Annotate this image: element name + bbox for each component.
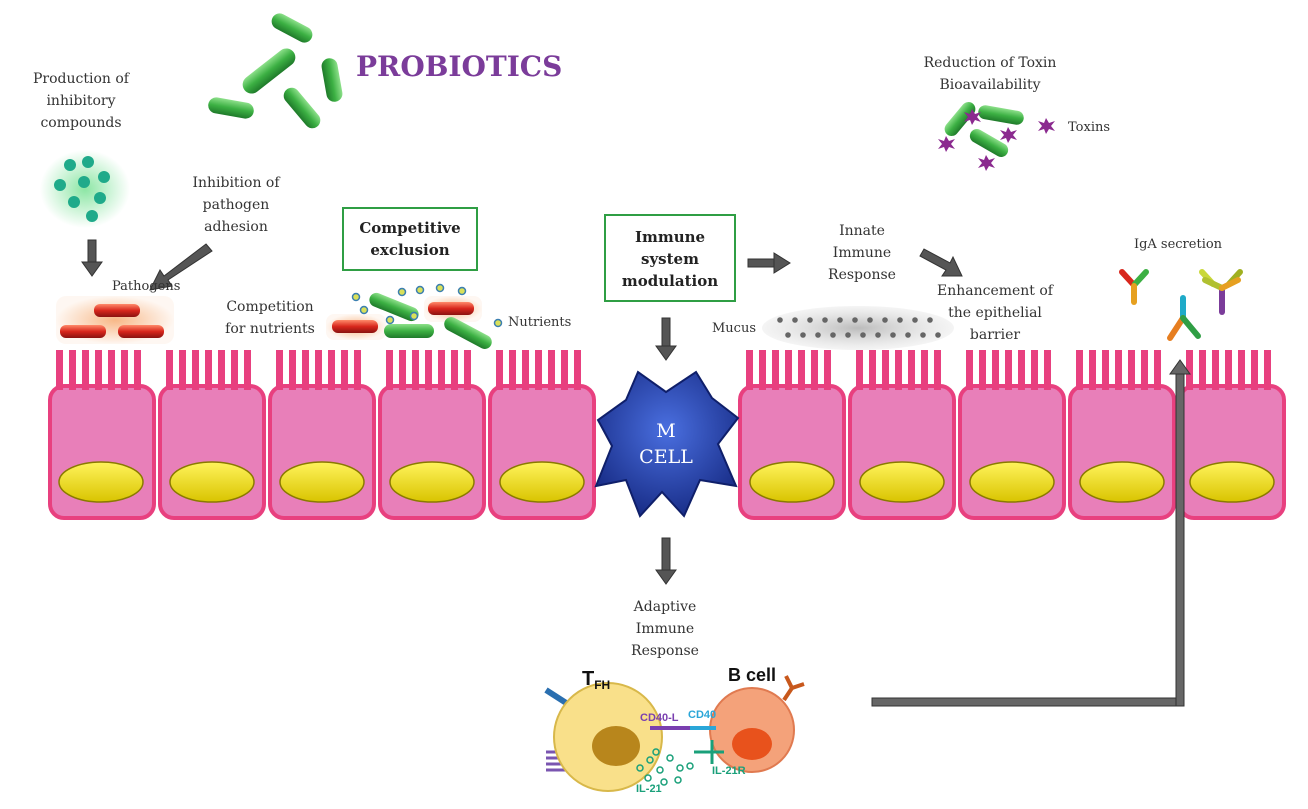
arrow-immune-down-head [655,345,677,361]
adaptive-response-label: Adaptive Immune Response [631,599,699,659]
m-cell [594,370,740,518]
competition-group [326,283,503,349]
epithelial-cell [158,350,266,520]
toxin-reduction-label: Reduction of Toxin Bioavailability [923,55,1057,93]
epithelial-enhancement-label: Enhancement of the epithelial barrier [936,283,1053,343]
immune-modulation-box: Immune system modulation [604,214,736,302]
b-cell-label: B cell [728,665,777,685]
cd40-label: CD40 [688,709,717,721]
epithelial-cell [48,350,156,520]
b-cell [709,675,805,773]
toxins-group [938,102,1055,171]
arrow-immune-down [661,317,671,347]
tfh-label-main: T [582,668,595,690]
epithelial-cell [1178,350,1286,520]
pathogens-group [56,296,174,344]
epithelial-cell [958,350,1066,520]
il21-receptor [694,740,724,764]
epithelial-cells-right [738,350,1286,520]
epithelial-cell [378,350,486,520]
innate-response-label: Innate Immune Response [828,223,896,283]
inhibitory-compounds-label: Production of inhibitory compounds [33,71,129,131]
inhibitory-compounds-icon [40,150,130,228]
epithelial-cell [488,350,596,520]
epithelial-cell [1068,350,1176,520]
il21r-label: IL-21R [712,765,746,777]
m-cell-label: M CELL [639,420,693,468]
tfh-label: TFH [582,668,610,696]
adhesion-inhibition-label: Inhibition of pathogen adhesion [192,175,280,235]
pathogens-label: Pathogens [112,279,181,294]
iga-secretion-label: IgA secretion [1133,237,1223,252]
toxins-label: Toxins [1068,120,1111,135]
probiotics-bacteria-cluster [208,13,343,129]
il21-particles [636,748,694,786]
tfh-cell [544,682,663,792]
arrow-enhancement-diagonal [919,248,963,277]
mucus-layer [762,306,954,350]
nutrients-label: Nutrients [508,315,572,330]
arrow-innate-right-head [773,252,791,274]
competition-label: Competition for nutrients [225,299,315,337]
arrow-adhesion-diagonal [149,243,213,291]
cd40l-label: CD40-L [640,712,679,724]
arrow-innate-right [747,258,775,268]
mucus-label: Mucus [712,321,757,336]
iga-pathway-line [871,359,1191,707]
arrows [81,239,963,585]
epithelial-cells-left [48,350,596,520]
epithelial-cell [268,350,376,520]
arrow-inhibitory-down [87,239,97,263]
il21-label: IL-21 [636,783,662,795]
arrow-adaptive-down-head [655,569,677,585]
epithelial-cell [848,350,956,520]
competitive-exclusion-box: Competitive exclusion [342,207,478,271]
arrow-inhibitory-down-head [81,261,103,277]
epithelial-cell [738,350,846,520]
iga-antibodies [1119,269,1243,341]
tfh-label-subscript: FH [594,678,611,692]
probiotics-title: PROBIOTICS [356,50,563,83]
arrow-adaptive-down [661,537,671,571]
